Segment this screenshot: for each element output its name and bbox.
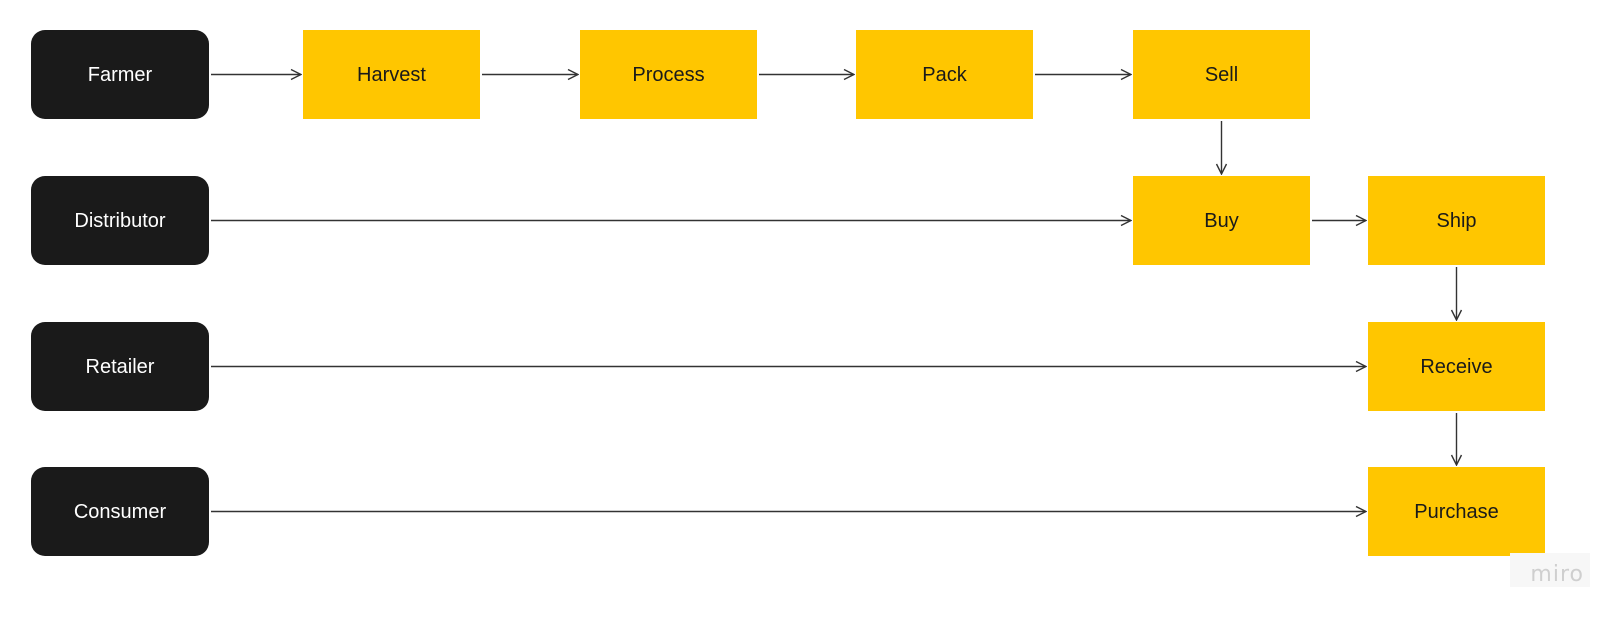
step-buy-label: Buy — [1204, 209, 1239, 232]
actor-retailer[interactable]: Retailer — [31, 322, 209, 411]
step-process-label: Process — [632, 63, 705, 86]
step-pack-label: Pack — [922, 63, 967, 86]
step-ship[interactable]: Ship — [1368, 176, 1545, 265]
step-receive-label: Receive — [1420, 355, 1493, 378]
step-receive[interactable]: Receive — [1368, 322, 1545, 411]
step-pack[interactable]: Pack — [856, 30, 1033, 119]
actor-consumer-label: Consumer — [73, 500, 167, 523]
step-process[interactable]: Process — [580, 30, 757, 119]
actor-farmer-label: Farmer — [87, 63, 153, 86]
miro-watermark: miro — [1510, 553, 1590, 587]
step-buy[interactable]: Buy — [1133, 176, 1310, 265]
step-sell[interactable]: Sell — [1133, 30, 1310, 119]
actor-consumer[interactable]: Consumer — [31, 467, 209, 556]
step-sell-label: Sell — [1204, 63, 1239, 86]
step-purchase[interactable]: Purchase — [1368, 467, 1545, 556]
actor-distributor[interactable]: Distributor — [31, 176, 209, 265]
step-ship-label: Ship — [1436, 209, 1477, 232]
actor-retailer-label: Retailer — [85, 355, 155, 378]
step-purchase-label: Purchase — [1414, 500, 1499, 523]
actor-distributor-label: Distributor — [74, 209, 166, 232]
step-harvest-label: Harvest — [357, 63, 426, 86]
watermark-text: miro — [1530, 562, 1584, 587]
edge-group — [211, 75, 1457, 512]
actor-farmer[interactable]: Farmer — [31, 30, 209, 119]
step-harvest[interactable]: Harvest — [303, 30, 480, 119]
